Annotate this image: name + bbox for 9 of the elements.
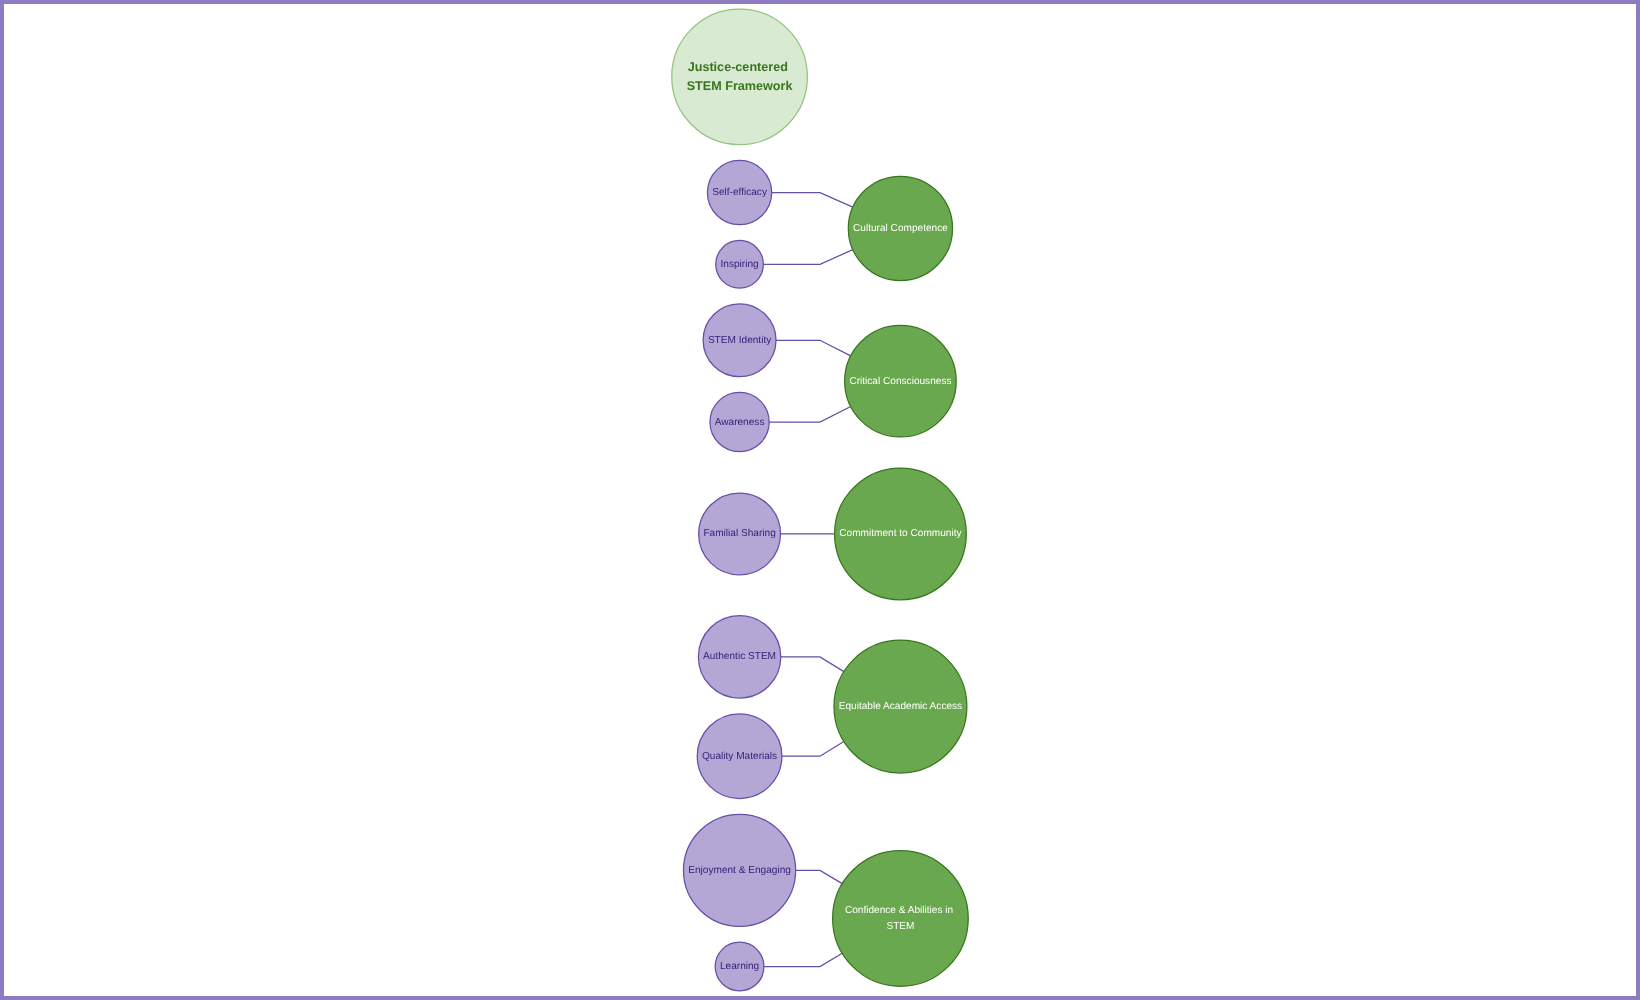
connector	[780, 656, 845, 673]
connector	[768, 405, 852, 423]
connector	[771, 191, 854, 208]
connector	[775, 339, 852, 357]
connector	[762, 249, 854, 265]
connector	[763, 952, 843, 968]
connector	[779, 533, 836, 535]
connector	[795, 869, 843, 885]
connector	[781, 740, 845, 757]
